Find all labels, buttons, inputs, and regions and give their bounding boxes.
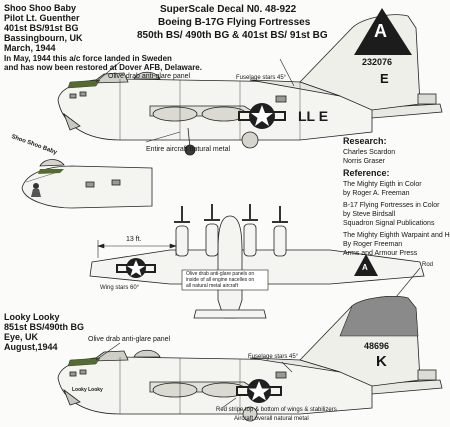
anti-glare-note-box [181, 269, 269, 291]
tail-code-1: E [380, 71, 389, 86]
units-title: 850th BS/ 490th BG & 401st BS/ 91st BG [137, 30, 328, 41]
tail-colour-band-2 [339, 296, 419, 337]
aircraft-2-strip-label: Red stripe top & bottom of wings & stabi… [216, 407, 337, 413]
aircraft-1-panel-label: Olive drab anti-glare panel [108, 73, 191, 80]
reference-line: The Mighty Eigth in Color [343, 181, 422, 188]
aircraft-2-unit: 851st BS/490th BG [4, 322, 85, 332]
aircraft-1-stars-label: Fuselage stars 45° [236, 75, 287, 81]
wing-dimension-label: 13 ft. [126, 236, 142, 243]
aircraft-2-base: Eye, UK [4, 332, 39, 342]
anti-glare-panel-1 [67, 79, 101, 89]
reference-heading: Reference: [343, 168, 390, 178]
aircraft-2-panel-label: Olive drab anti-glare panel [88, 336, 171, 343]
reference-line: B-17 Flying Fortresses in Color [343, 202, 440, 209]
tail-letter-1: A [374, 21, 387, 41]
fuselage-star-insignia-1 [238, 103, 286, 129]
aircraft-2-name: Looky Looky [4, 312, 60, 322]
aircraft-1-date: March, 1944 [4, 43, 56, 53]
tail-serial-2: 48696 [364, 341, 390, 351]
tail-triangle-marking [354, 8, 412, 55]
aircraft-1-note-1: In May, 1944 this a/c force landed in Sw… [4, 54, 172, 63]
aircraft-1-unit: 401st BS/91st BG [4, 23, 79, 33]
tail-serial-1: 232076 [362, 57, 393, 67]
leader-lines-2 [95, 342, 293, 409]
aircraft-2-metal-label: Aircraft overall natural metal [234, 416, 309, 422]
aircraft-1-note-2: and has now been restored at Dover AFB, … [4, 63, 202, 72]
aircraft-2-stars-label: Fuselage stars 45° [248, 354, 299, 360]
reference-line: The Mighty Eighth Warpaint and H [343, 232, 450, 239]
aircraft-1-pilot: Pilot Lt. Guenther [4, 13, 80, 23]
wing-stars-label: Wing stars 60° [100, 285, 140, 291]
fuselage-code-1: LL E [298, 108, 329, 124]
reference-line: by Steve Birdsall [343, 211, 396, 218]
wing-dimension-line [97, 240, 177, 258]
anti-glare-note-line-1: Olive drab anti-glare panels on [186, 271, 255, 277]
aircraft-1-metal-label: Entire aircraft natural metal [146, 146, 231, 153]
reference-line: by Roger A. Freeman [343, 190, 410, 197]
wing-letter: A [362, 263, 368, 272]
propellers [174, 204, 288, 223]
reference-line: By Roger Freeman [343, 241, 403, 248]
reference-line: Arms and Armour Press [343, 250, 418, 257]
fuselage-star-insignia-2 [236, 379, 282, 403]
wing-star-insignia [116, 258, 156, 278]
rod-leader [395, 267, 421, 298]
research-heading: Research: [343, 136, 387, 146]
tail-code-2: K [376, 353, 387, 370]
aircraft-2-date: August,1944 [4, 342, 58, 352]
research-name-2: Norris Graser [343, 158, 386, 165]
anti-glare-note-line-2: inside of all engine nacelles on [186, 277, 255, 283]
reference-line: Squadron Signal Publications [343, 220, 435, 227]
aircraft-1-base: Bassingbourn, UK [4, 33, 83, 43]
research-name-1: Charles Scardon [343, 149, 396, 156]
aircraft-type-title: Boeing B-17G Flying Fortresses [158, 17, 311, 28]
anti-glare-note-line-3: all natural metal aircraft [186, 283, 238, 289]
nose-art-figure [31, 183, 41, 197]
wing-triangle-marking [354, 254, 378, 276]
nose-detail-view [21, 159, 153, 209]
decal-number-title: SuperScale Decal N0. 48-922 [160, 4, 297, 15]
anti-glare-panel-nose [38, 169, 64, 174]
aircraft-1-name: Shoo Shoo Baby [4, 3, 76, 13]
anti-glare-panel-2 [67, 357, 101, 367]
nose-art-text-2: Looky Looky [72, 387, 103, 393]
leader-lines-1 [95, 58, 295, 143]
rod-label: Rod [422, 262, 434, 268]
